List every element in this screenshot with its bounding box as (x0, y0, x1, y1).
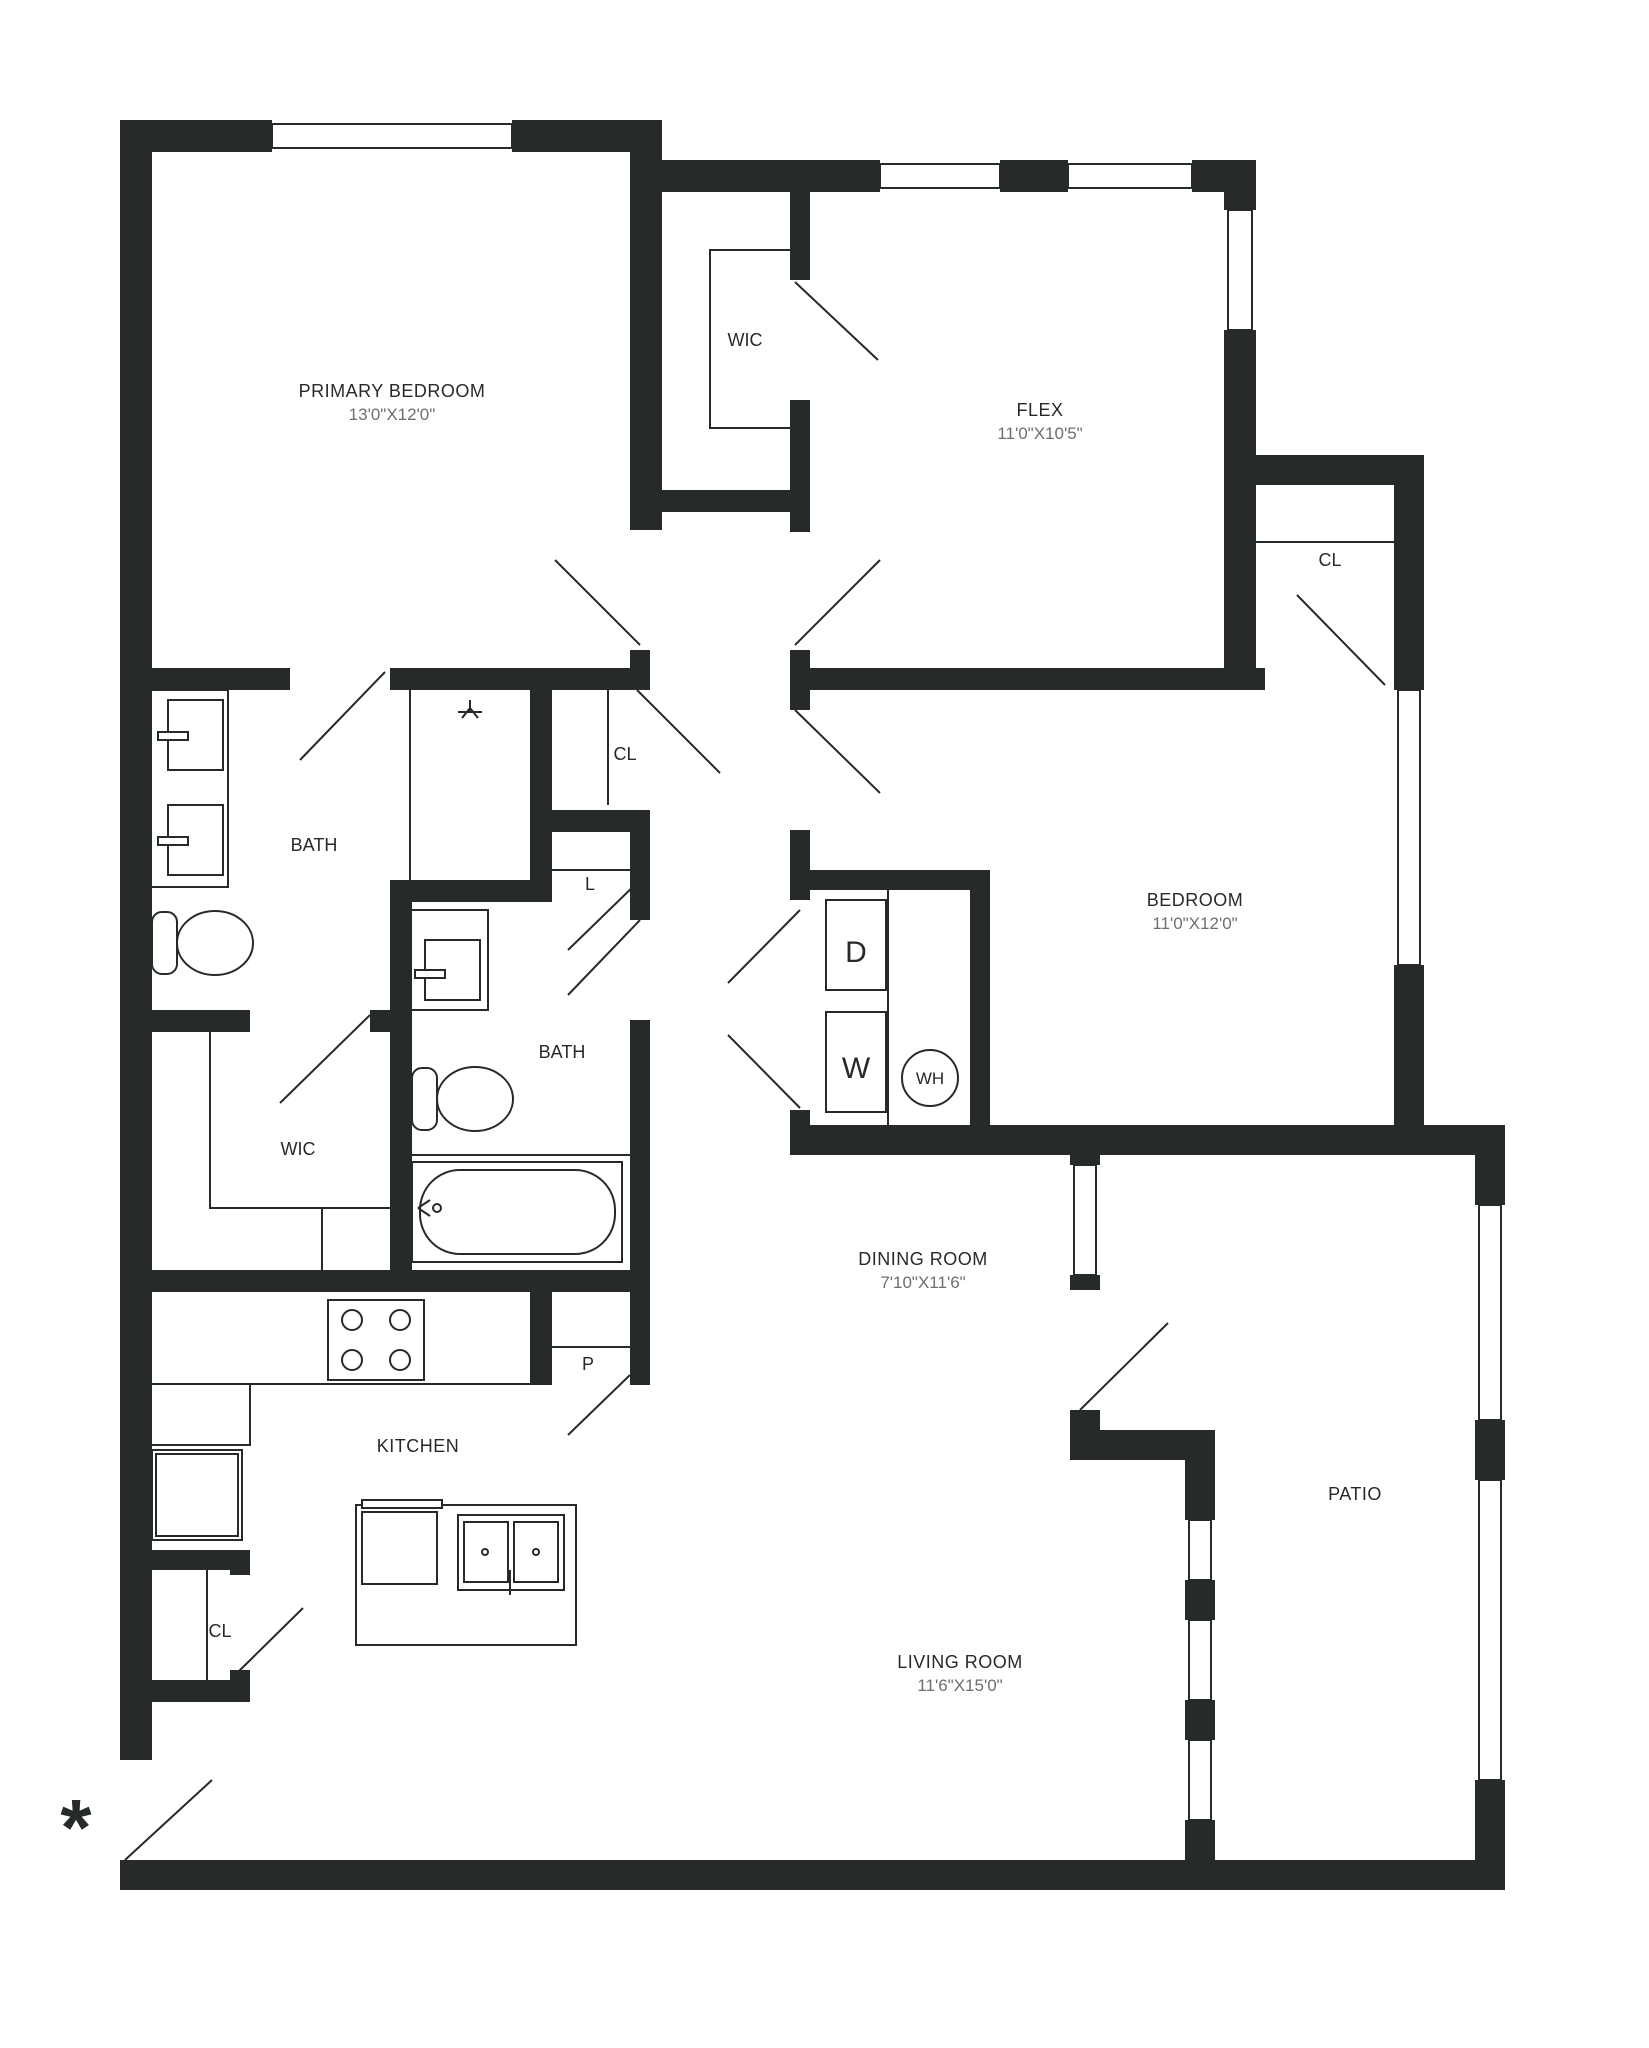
windows (271, 123, 1502, 1821)
room-name-entry-closet: CL (208, 1621, 231, 1641)
room-name-bedroom-closet: CL (1318, 550, 1341, 570)
room-name-hall-bath: BATH (539, 1042, 586, 1062)
entry-marker: * (60, 1783, 92, 1872)
room-name-hall-closet: CL (613, 744, 636, 764)
thin-lines (152, 249, 1394, 1680)
labels: PRIMARY BEDROOM 13'0"X12'0" FLEX 11'0"X1… (60, 330, 1381, 1872)
refrigerator-icon (151, 1449, 243, 1541)
toilet-icon (411, 1066, 514, 1132)
walls (120, 120, 1505, 1890)
room-name-primary-bath: BATH (291, 835, 338, 855)
sink-icon (157, 804, 224, 876)
room-name-flex-wic: WIC (728, 330, 763, 350)
room-name-kitchen: KITCHEN (377, 1436, 460, 1456)
room-name-dining-room: DINING ROOM (858, 1249, 988, 1269)
washer-label: W (842, 1052, 871, 1085)
room-dims-flex: 11'0"X10'5" (997, 424, 1082, 443)
room-dims-primary-bedroom: 13'0"X12'0" (349, 405, 436, 424)
washer-icon (825, 1011, 887, 1113)
room-name-patio: PATIO (1328, 1484, 1382, 1504)
sink-icon (414, 939, 481, 1001)
room-name-linen: L (585, 874, 595, 894)
room-name-primary-bedroom: PRIMARY BEDROOM (299, 381, 486, 401)
sink-icon (157, 699, 224, 771)
room-name-living-room: LIVING ROOM (897, 1652, 1023, 1672)
room-dims-bedroom: 11'0"X12'0" (1152, 914, 1237, 933)
bathtub-icon (411, 1161, 623, 1263)
room-name-pantry: P (582, 1354, 594, 1374)
kitchen-island (355, 1499, 577, 1646)
water-heater-icon (901, 1049, 959, 1107)
toilet-icon (151, 910, 254, 976)
room-name-bedroom: BEDROOM (1147, 890, 1244, 910)
stove-icon (327, 1299, 425, 1381)
shower-head-icon (458, 700, 482, 719)
room-dims-living-room: 11'6"X15'0" (917, 1676, 1002, 1695)
dryer-icon (825, 899, 887, 991)
fixtures (151, 699, 959, 1646)
dryer-label: D (845, 936, 867, 969)
doors (124, 281, 1386, 1861)
room-name-primary-wic: WIC (281, 1139, 316, 1159)
room-dims-dining-room: 7'10"X11'6" (880, 1273, 965, 1292)
room-name-flex: FLEX (1016, 400, 1063, 420)
water-heater-label: WH (916, 1069, 944, 1088)
